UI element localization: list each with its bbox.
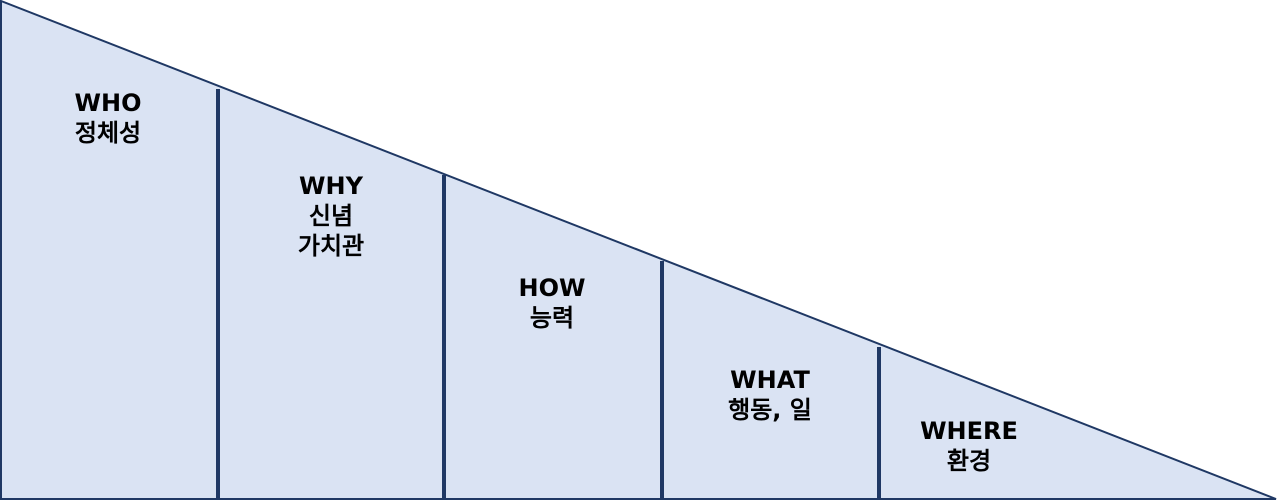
segment-where-title: WHERE bbox=[920, 417, 1018, 445]
segment-why-title: WHY bbox=[299, 172, 363, 200]
segment-who-label: WHO 정체성 bbox=[75, 88, 142, 148]
segment-why-label: WHY 신념 가치관 bbox=[298, 171, 364, 261]
segment-what-subtitle: 행동, 일 bbox=[728, 396, 812, 424]
segment-where-subtitle: 환경 bbox=[946, 447, 992, 475]
segment-how-title: HOW bbox=[518, 274, 586, 302]
segment-what-title: WHAT bbox=[730, 366, 810, 394]
segment-how-subtitle: 능력 bbox=[529, 304, 575, 332]
segment-why-subtitle-2: 가치관 bbox=[297, 232, 365, 260]
segment-who-title: WHO bbox=[74, 89, 142, 117]
segment-who-subtitle: 정체성 bbox=[74, 119, 142, 147]
segment-why-subtitle-1: 신념 bbox=[308, 202, 354, 230]
segment-where-label: WHERE 환경 bbox=[920, 416, 1018, 476]
segment-what-label: WHAT 행동, 일 bbox=[728, 365, 812, 425]
segment-how-label: HOW 능력 bbox=[519, 273, 586, 333]
